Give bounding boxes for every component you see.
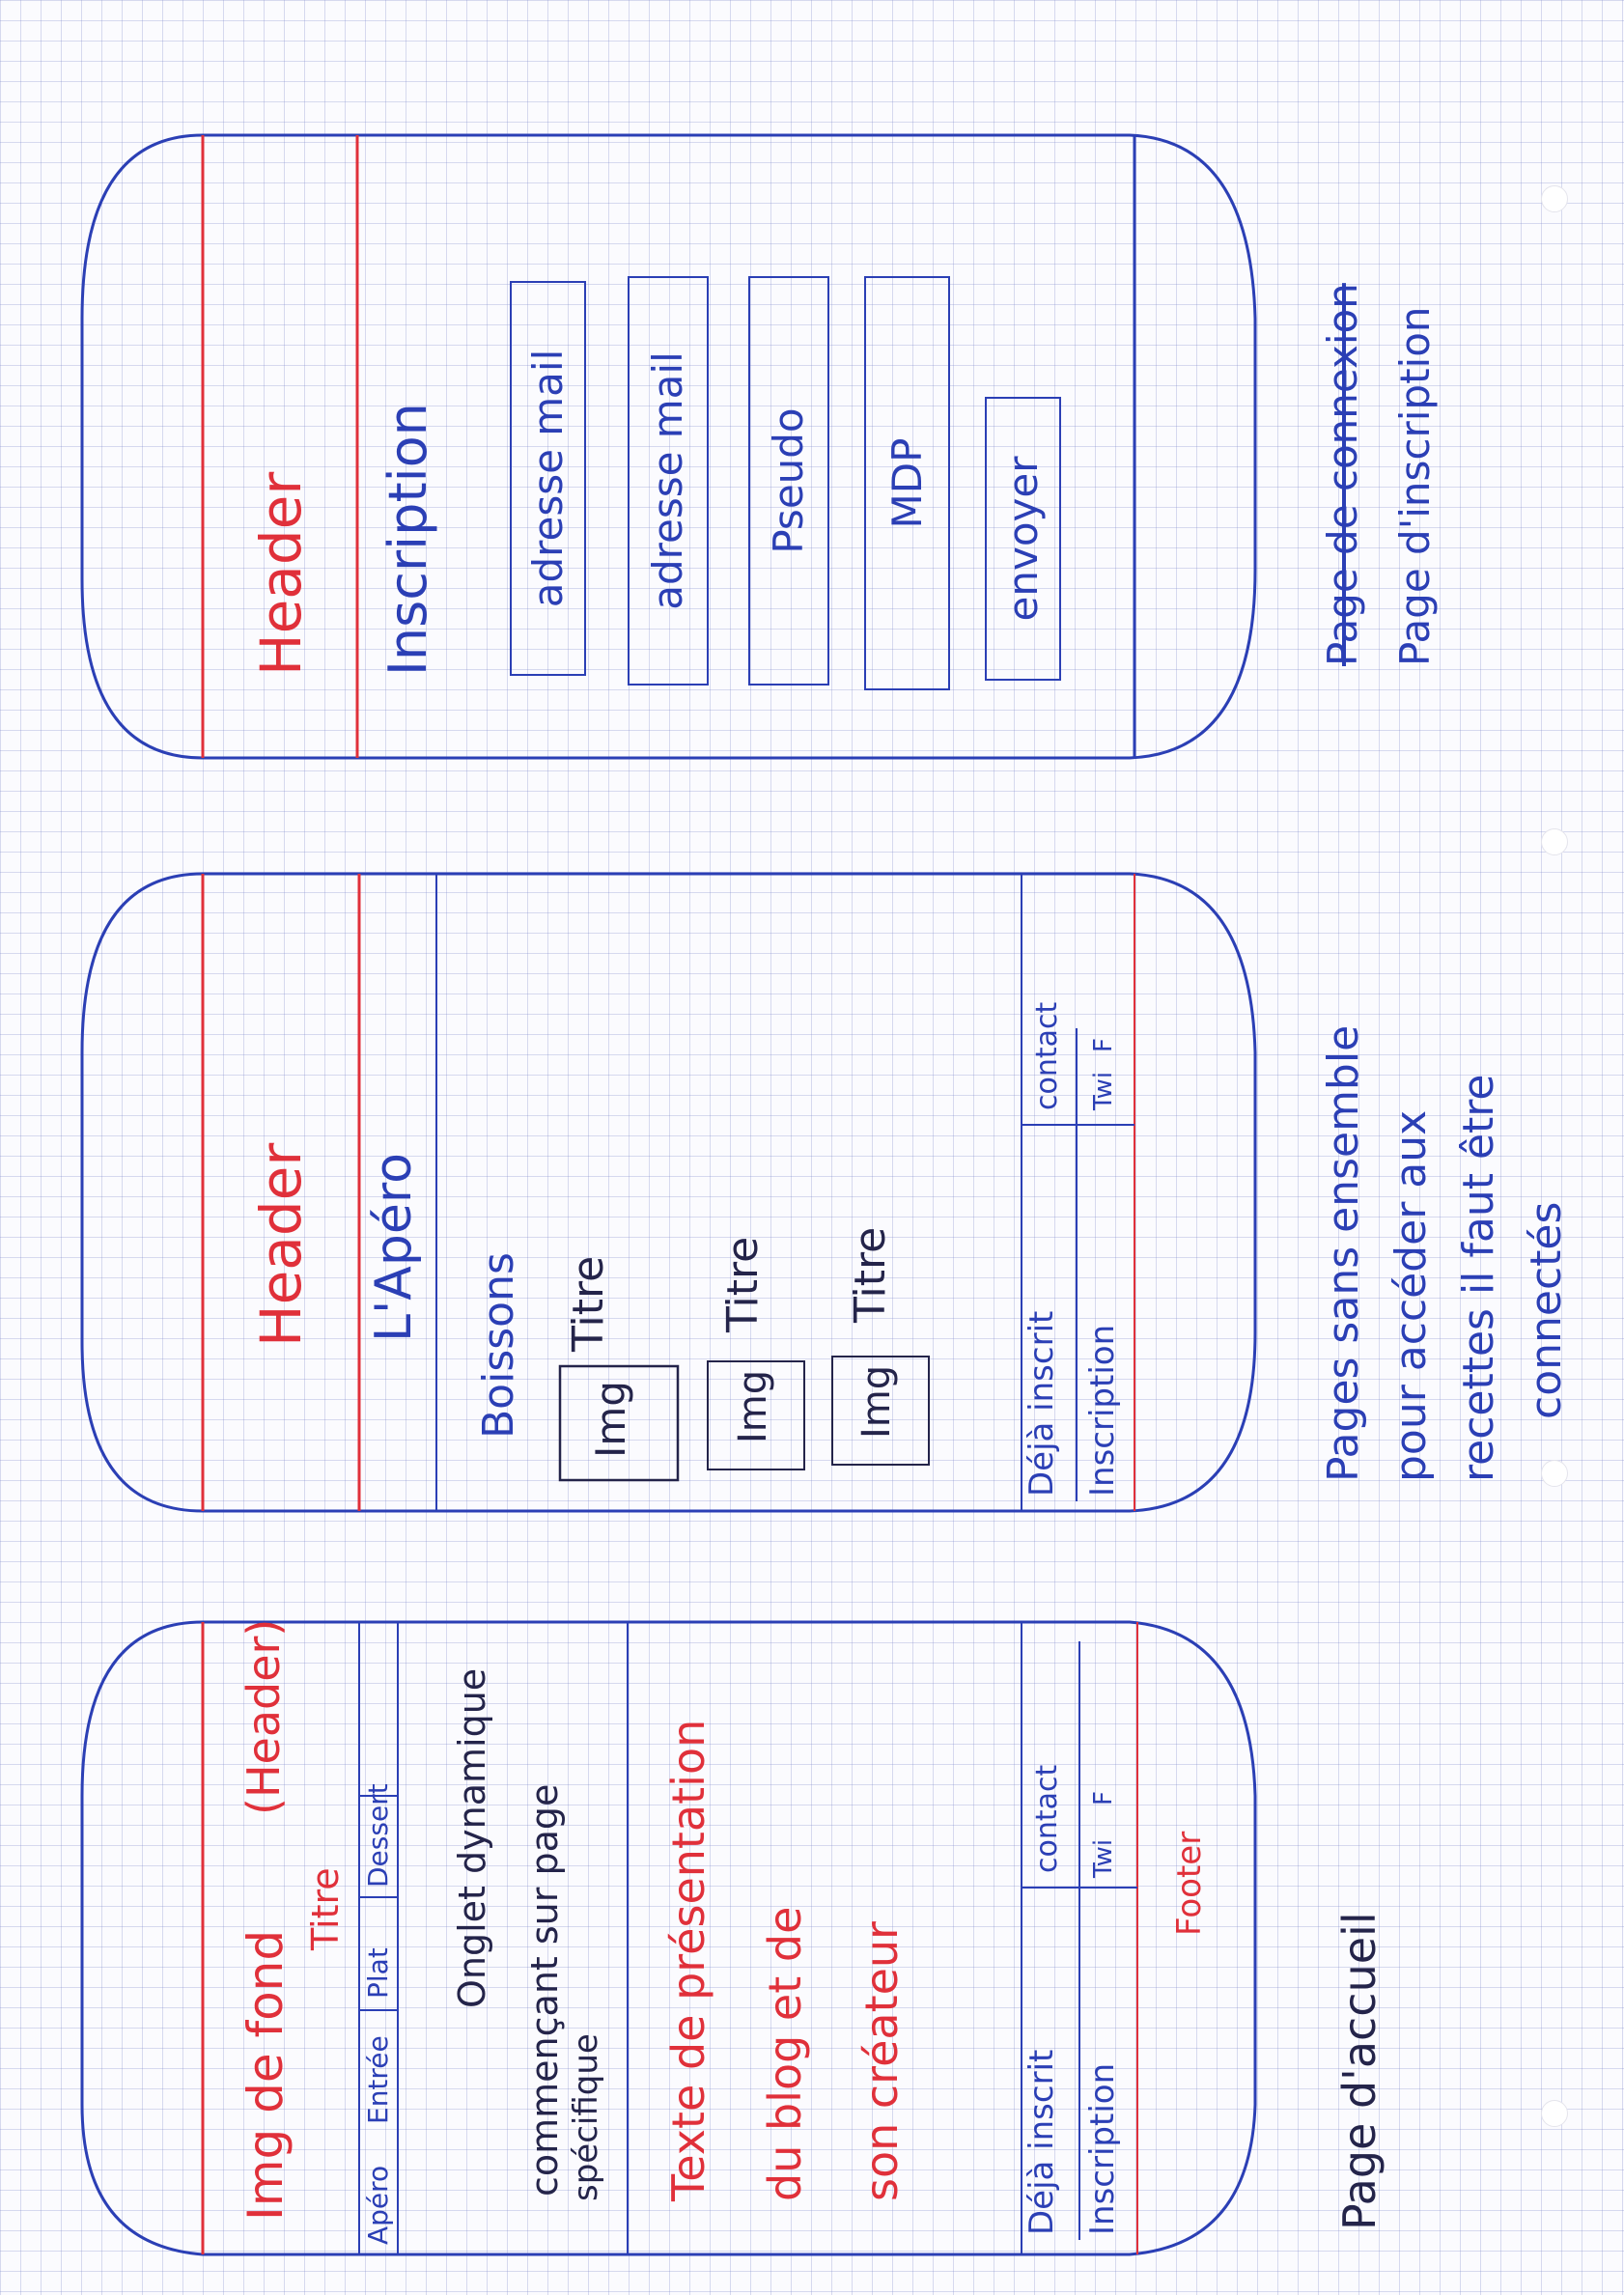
punch-hole [1541, 828, 1568, 855]
recipe-card-title[interactable]: Titre [846, 1226, 895, 1323]
signup-email-field[interactable]: adresse mail [510, 281, 586, 676]
recipes-caption-line: recettes il faut être [1454, 1074, 1503, 1482]
recipes-phone-outline [80, 872, 1257, 1513]
home-login-button[interactable]: Déjà inscrit [1022, 2049, 1061, 2235]
home-caption: Page d'accueil [1333, 1912, 1386, 2230]
home-comment-line: commençant sur page [523, 1783, 566, 2197]
recipes-section-title: Boissons [474, 1252, 523, 1439]
home-contact-button[interactable]: contact [1030, 1764, 1064, 1873]
signup-submit-button[interactable]: envoyer [985, 397, 1061, 681]
recipes-card-img-box [831, 1356, 930, 1466]
home-footer-label: Footer [1170, 1831, 1209, 1936]
home-signup-button[interactable]: Inscription [1083, 2062, 1122, 2235]
recipe-card-title[interactable]: Titre [718, 1236, 768, 1332]
signup-caption-struck: Page de connexion [1319, 283, 1366, 666]
home-tab-plat[interactable]: Plat [362, 1947, 394, 1999]
recipe-card-img: Img [854, 1364, 899, 1439]
recipes-caption-line: pour accéder aux [1386, 1109, 1436, 1482]
recipes-caption-line: connectés [1522, 1201, 1571, 1419]
recipe-card-img: Img [587, 1381, 634, 1458]
home-comment-line: spécifique [567, 2033, 605, 2201]
punch-hole [1541, 1460, 1568, 1487]
home-header-bg-label: Img de fond [238, 1929, 294, 2221]
signup-pseudo-field[interactable]: Pseudo [748, 276, 829, 686]
signup-caption: Page d'inscription [1391, 306, 1439, 666]
home-phone-outline [80, 1620, 1257, 2256]
recipes-caption-line: Pages sans ensemble [1319, 1024, 1368, 1482]
recipes-login-button[interactable]: Déjà inscrit [1022, 1310, 1061, 1497]
home-tab-apero[interactable]: Apéro [362, 2165, 394, 2245]
home-facebook-button[interactable]: F [1089, 1791, 1118, 1805]
punch-hole [1541, 2100, 1568, 2127]
home-twitter-button[interactable]: Twi [1089, 1838, 1118, 1878]
home-dynamic-tabs-note: Onglet dynamique [451, 1667, 493, 2008]
home-header-note: (Header) [238, 1618, 290, 1815]
recipes-contact-button[interactable]: contact [1030, 1001, 1064, 1110]
signup-password-field[interactable]: MDP [864, 276, 950, 690]
home-intro-line: Texte de présentation [662, 1719, 714, 2201]
recipes-card-img-box [558, 1364, 680, 1482]
recipe-card-title[interactable]: Titre [564, 1255, 613, 1352]
recipes-signup-button[interactable]: Inscription [1083, 1324, 1122, 1497]
signup-phone-outline [80, 133, 1257, 760]
recipes-header-label: Header [248, 1142, 314, 1347]
home-site-title: Titre [304, 1867, 347, 1950]
recipes-facebook-button[interactable]: F [1089, 1038, 1118, 1052]
signup-header-label: Header [248, 471, 314, 676]
signup-email-confirm-field[interactable]: adresse mail [628, 276, 709, 686]
recipes-page-title: L'Apéro [365, 1153, 423, 1342]
home-intro-line: son créateur [855, 1921, 908, 2201]
recipes-card-img-box [707, 1360, 805, 1470]
home-tab-entree[interactable]: Entrée [362, 2035, 394, 2124]
home-intro-line: du blog et de [759, 1906, 811, 2201]
punch-hole [1541, 185, 1568, 212]
recipe-card-img: Img [731, 1369, 775, 1443]
home-tab-dessert[interactable]: Dessert [362, 1783, 394, 1888]
signup-title: Inscription [378, 403, 438, 676]
recipes-twitter-button[interactable]: Twi [1089, 1071, 1118, 1110]
